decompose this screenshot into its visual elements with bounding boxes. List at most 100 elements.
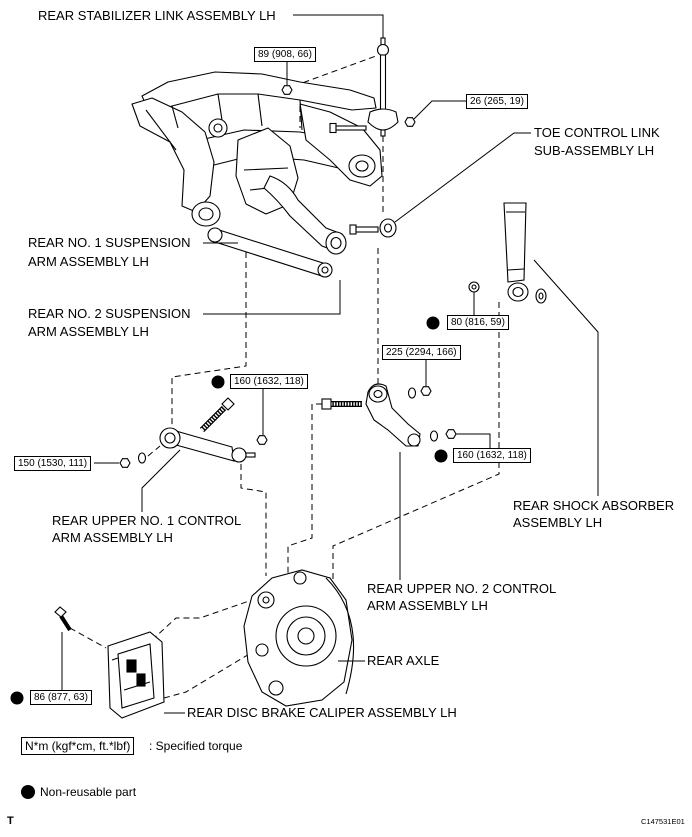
no2-arm-bushing-core [330,236,342,250]
nonreusable-marker-86 [10,691,24,705]
leader-shock-absorber [533,259,599,496]
no1-arm-inner-end [207,227,223,243]
axle-hub-center [297,627,315,645]
label-upper-no1-control-arm-line1: REAR UPPER NO. 1 CONTROL [52,513,242,528]
nonreusable-markers [10,316,448,799]
axle-backing-plate [325,577,355,695]
upper-no2-ball-joint-washer [429,430,439,442]
toe-link-bushing-core [383,223,393,233]
stabilizer-lower-ball-joint [367,108,399,131]
caliper-detail-lines [111,657,151,691]
upper-no1-ball-joint-nut [256,435,268,445]
caliper-bolt [54,606,72,632]
torque-box-stabilizer-lower-nut: 26 (265, 19) [466,94,528,109]
guide-line-caliper-lower [163,649,257,699]
upper-no2-ball-joint-nut [445,429,457,439]
stabilizer-lower-stud [380,129,386,137]
stabilizer-link [367,37,399,137]
leader-lines [61,14,599,714]
member-detail-lines [145,93,303,191]
guide-line-caliper-bolt [69,627,107,649]
axle-caliper-mount [255,643,269,657]
label-no2-suspension-arm-line2: ARM ASSEMBLY LH [28,324,149,339]
rear-no2-suspension-arm [263,175,347,255]
axle-upper-mount-hole [262,596,270,604]
upper-no1-fasteners [119,435,268,468]
rear-upper-no2-control-arm [365,383,421,447]
leader-no2-suspension-arm [203,280,341,315]
leader-torque-26 [413,100,466,120]
caliper-window-upper [126,659,137,673]
toe-control-link [349,218,397,238]
label-stabilizer-link: REAR STABILIZER LINK ASSEMBLY LH [38,8,276,23]
upper-no1-bushing-nut [119,458,131,468]
shock-body [503,202,527,283]
torque-box-shock-lower-bolt: 80 (816, 59) [447,315,509,330]
caliper-bolt-head [54,606,67,618]
upper-no2-bolt-head [321,398,332,410]
toe-link-bolt-head [349,224,357,235]
member-bolt [335,125,367,131]
guide-line-upper-no1-arm [171,252,247,427]
torque-box-upper-no2-bushing-nut: 225 (2294, 166) [382,345,461,360]
guide-line-shock-to-axle [332,302,500,582]
label-no2-suspension-arm-line1: REAR NO. 2 SUSPENSION [28,306,191,321]
legend-torque-meaning: : Specified torque [149,739,243,753]
nonreusable-marker-160-no2 [434,449,448,463]
stabilizer-lower-nut [404,117,416,127]
upper-no2-bushing-washer [407,387,417,399]
figure-code: C147531E01 [641,817,685,826]
no1-arm-outer-end-core [321,266,329,274]
label-no1-suspension-arm-line2: ARM ASSEMBLY LH [28,254,149,269]
upper-no2-bushing-core [373,389,383,399]
upper-no1-bolt-thread [200,406,226,432]
member-rear-crossbeam [141,71,377,115]
stabilizer-upper-nut [281,85,293,95]
legend-nonreusable-text: Non-reusable part [40,785,137,799]
label-brake-caliper: REAR DISC BRAKE CALIPER ASSEMBLY LH [187,705,457,720]
member-bushing-left-core [198,207,214,221]
guide-line-upper-no2-to-axle [287,403,322,576]
label-no1-suspension-arm-line1: REAR NO. 1 SUSPENSION [28,235,191,250]
member-left-side-rail [131,97,215,213]
upper-no1-washer [137,452,147,464]
nonreusable-marker-80 [426,316,440,330]
rear-axle [243,569,355,707]
legend-nonreusable-marker [21,785,35,799]
caliper-window-lower [136,673,146,687]
label-upper-no1-control-arm-line2: ARM ASSEMBLY LH [52,530,173,545]
member-mount-bushing-core [213,123,223,133]
shock-outer-washer-hole [538,292,544,300]
rear-no1-suspension-arm [207,227,333,278]
shock-lower-bushing-core [512,286,524,298]
toe-link-bolt [355,226,379,233]
shock-bolt-washer-hole [471,284,477,290]
torque-box-upper-no2-ball-joint-nut: 160 (1632, 118) [453,448,531,463]
leader-torque-160-no2 [456,433,491,448]
upper-no2-bushing-nut [420,386,432,396]
stabilizer-rod [379,54,387,112]
label-toe-control-link-line2: SUB-ASSEMBLY LH [534,143,655,158]
guide-line-upper-no1-nut [147,445,161,457]
upper-no2-bolt [321,398,362,410]
upper-no1-bolt-head [221,397,235,411]
label-shock-absorber-line2: ASSEMBLY LH [513,515,603,530]
guide-line-upper-no1-to-axle [240,464,267,576]
upper-no2-ball-joint [407,433,421,447]
label-upper-no2-control-arm-line1: REAR UPPER NO. 2 CONTROL [367,581,557,596]
shock-body-band [506,211,525,271]
rear-suspension-member [131,71,383,227]
axle-lower-mount [268,680,284,696]
upper-no1-bushing-core [164,432,176,444]
upper-no2-fasteners [407,386,457,442]
member-fasteners [281,85,416,134]
view-mark: T [7,815,14,827]
member-bushing-right-core [355,160,369,172]
leader-stabilizer-link [293,14,384,38]
caliper-face [117,643,155,709]
axle-top-mount [293,571,307,585]
torque-box-upper-no1-ball-joint-nut: 160 (1632, 118) [230,374,308,389]
assembly-guide-lines [69,55,500,699]
upper-no1-ball-joint [231,447,247,463]
label-shock-absorber-line1: REAR SHOCK ABSORBER [513,498,675,513]
